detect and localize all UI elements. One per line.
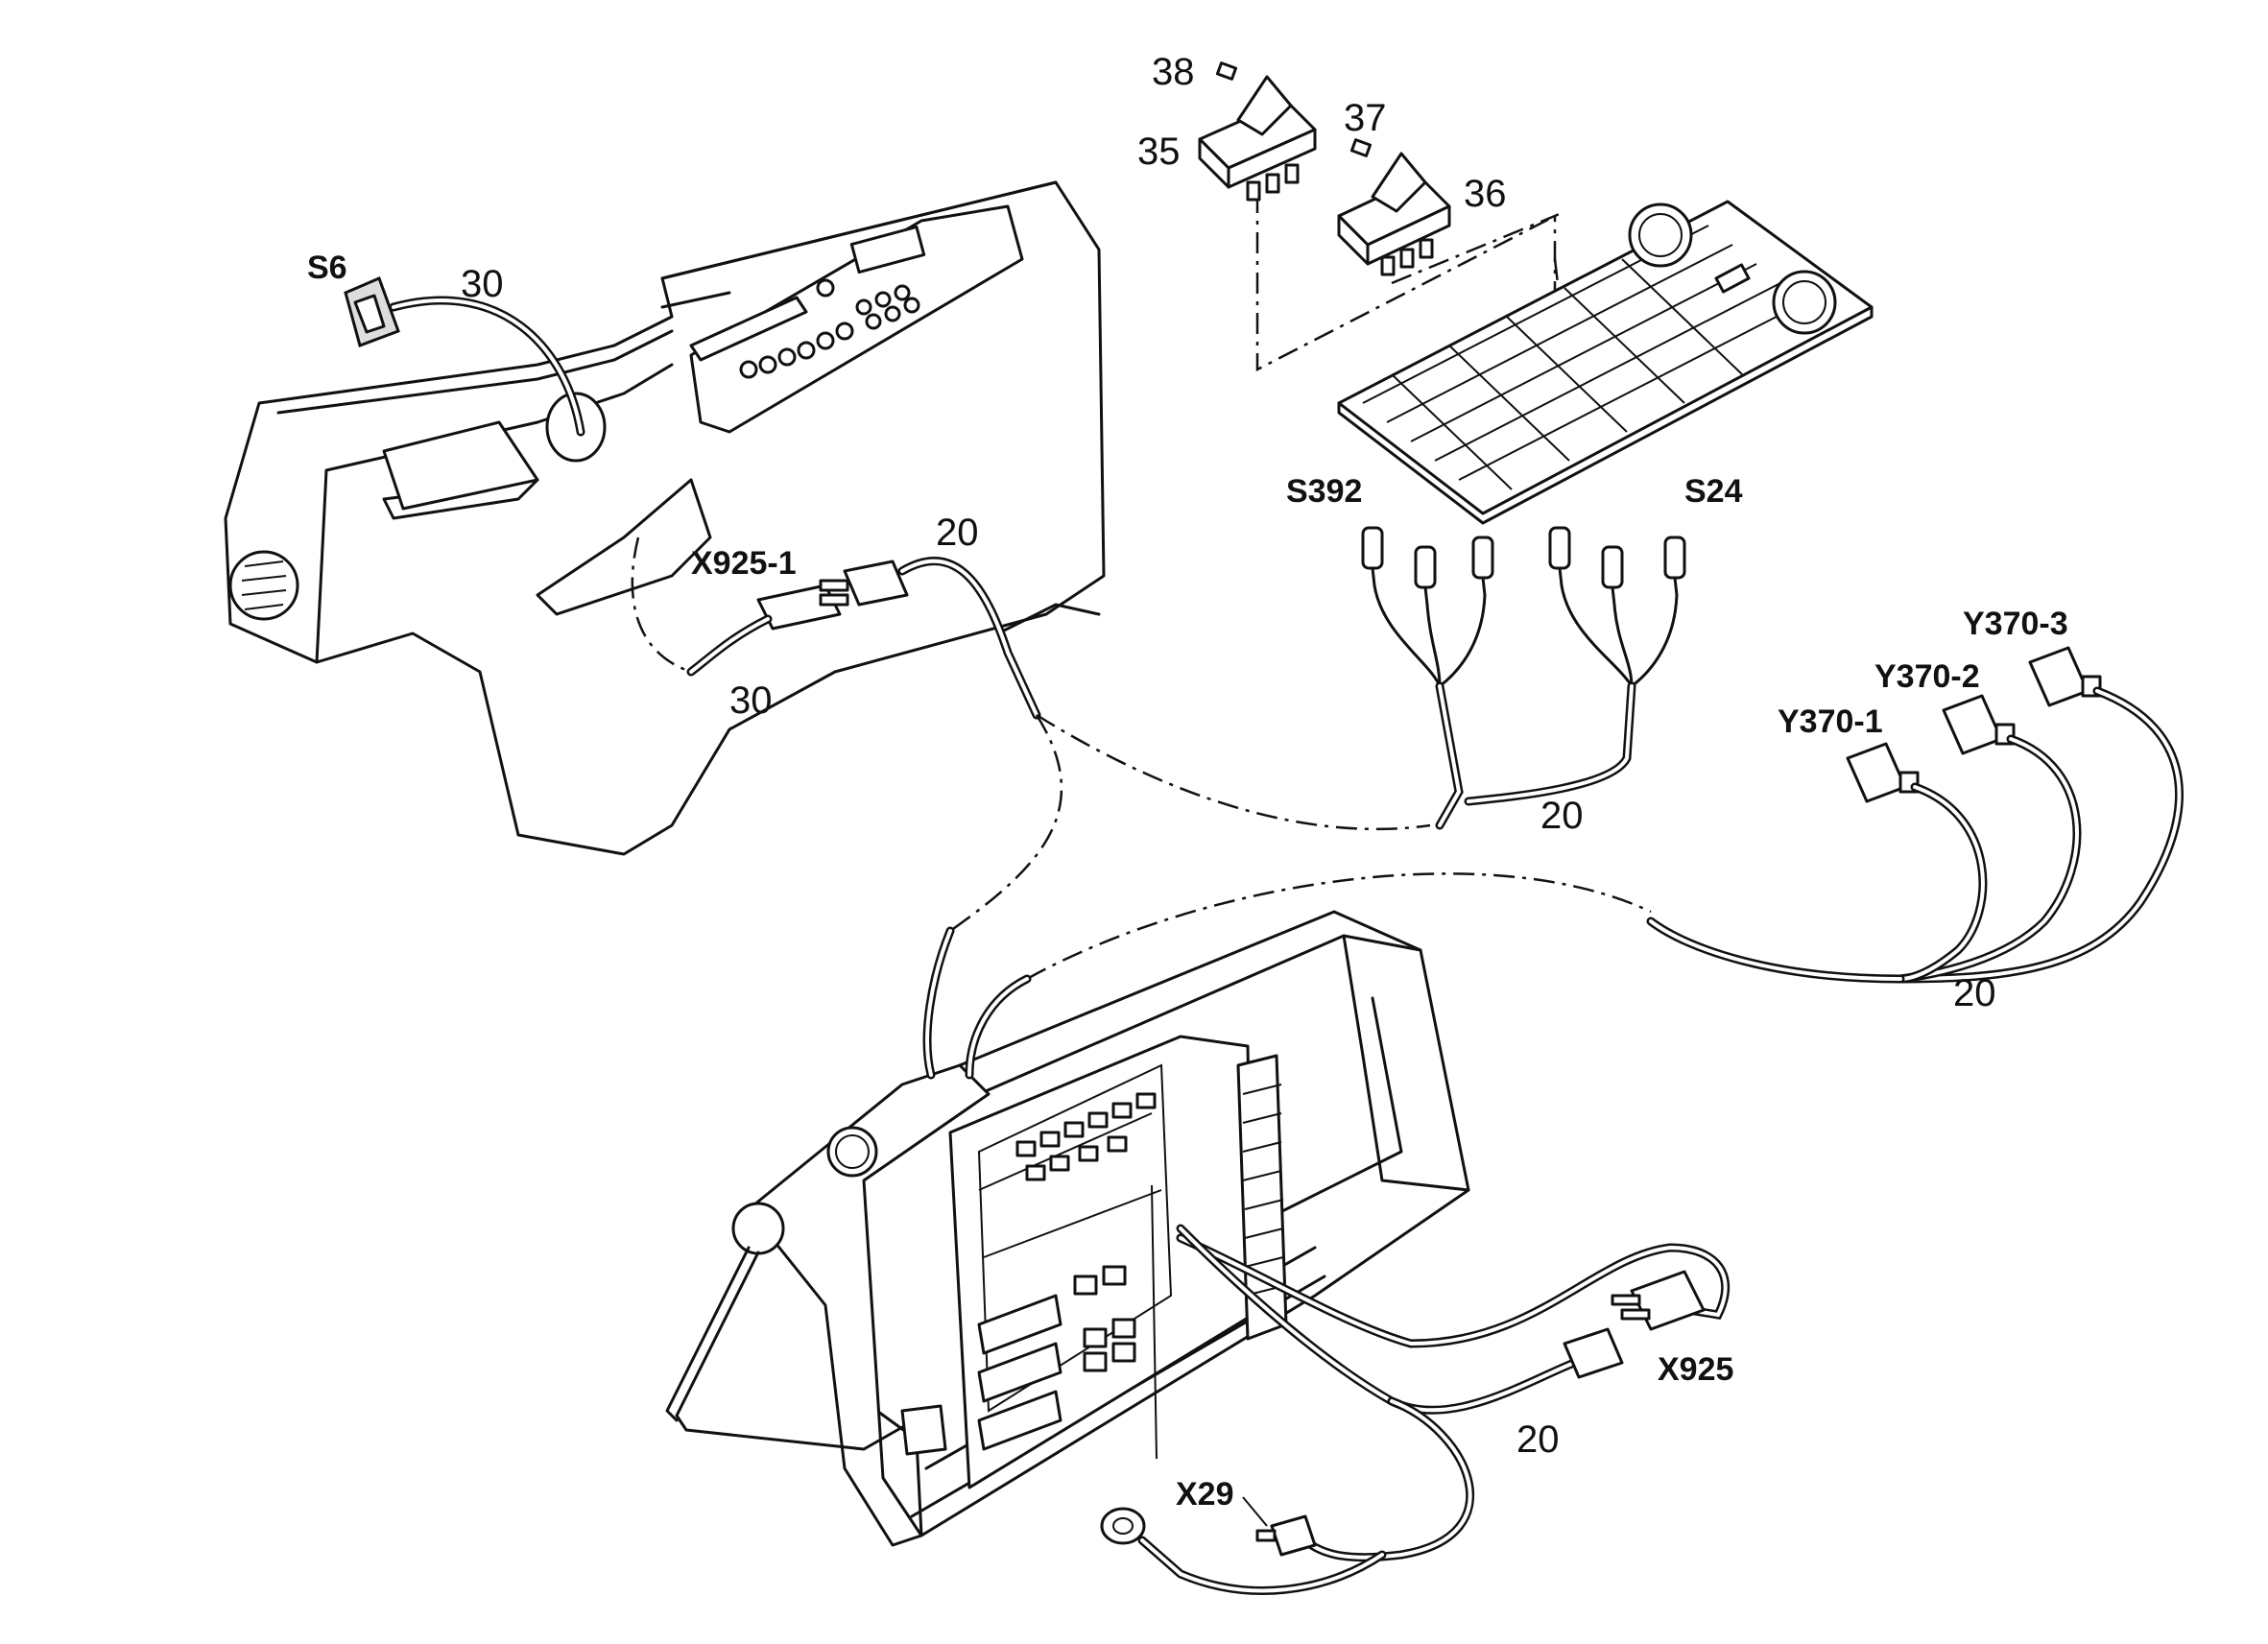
lens-37	[1349, 138, 1373, 157]
wire-20-s-harness	[1435, 681, 1636, 830]
connector-y370-1	[1846, 742, 1988, 984]
connector-x925-1	[756, 560, 909, 631]
callout-38: 38	[1152, 51, 1195, 93]
connector-x925	[1563, 1270, 1706, 1379]
callout-37: 37	[1344, 97, 1387, 139]
label-x29: X29	[1176, 1476, 1234, 1513]
lens-38	[1215, 61, 1238, 81]
wire-20-y370-harness	[1646, 917, 1905, 984]
label-s24: S24	[1684, 473, 1743, 510]
label-y370-2: Y370-2	[1874, 658, 1980, 695]
label-y370-1: Y370-1	[1778, 703, 1883, 740]
rocker-switch-35	[1198, 75, 1317, 202]
callout-20-bottom: 20	[1516, 1418, 1560, 1461]
callout-30-top: 30	[461, 263, 504, 305]
connector-x29	[1151, 1184, 1317, 1557]
callout-20-top: 20	[936, 512, 979, 554]
label-x925: X925	[1658, 1351, 1734, 1388]
wire-20-lower-harness	[1137, 1224, 1731, 1595]
callout-36: 36	[1464, 173, 1507, 215]
connector-y370-2	[1896, 694, 2082, 984]
connector-y370-3	[1896, 646, 2184, 984]
callout-20-mid: 20	[1540, 795, 1584, 837]
label-x925-1: X925-1	[691, 545, 797, 582]
label-s6: S6	[307, 250, 347, 286]
callout-20-right: 20	[1953, 972, 1996, 1014]
callout-35: 35	[1137, 131, 1181, 173]
callout-30-bottom: 30	[729, 679, 773, 722]
label-s392: S392	[1286, 473, 1363, 510]
label-y370-3: Y370-3	[1963, 606, 2068, 642]
wire-30-upper	[389, 296, 585, 437]
connectors-s392	[1361, 526, 1494, 688]
wire-20-upper	[897, 557, 1041, 720]
wire-30-lower	[686, 614, 773, 677]
lower-electronics-box	[665, 910, 1470, 1547]
switch-s6	[344, 275, 400, 347]
wire-20-left-drop	[922, 926, 1032, 1080]
connectors-s24	[1548, 526, 1686, 688]
switch-panel	[1337, 200, 1874, 525]
rocker-switch-36	[1337, 152, 1451, 276]
ground-ring-terminal	[1100, 1507, 1146, 1545]
